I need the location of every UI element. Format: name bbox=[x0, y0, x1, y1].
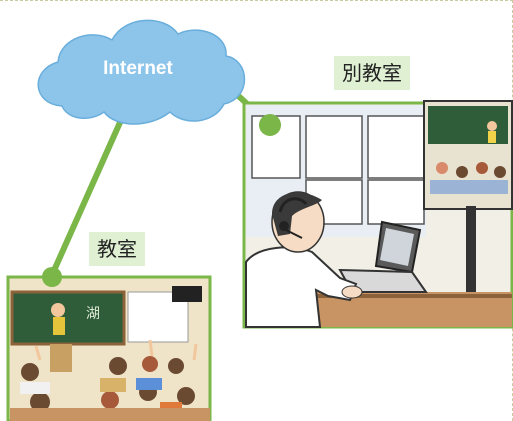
internet-cloud-icon bbox=[37, 19, 246, 125]
remote-classroom-label: 別教室 bbox=[334, 56, 410, 90]
local-classroom-label: 教室 bbox=[89, 232, 145, 266]
internet-label: Internet bbox=[103, 58, 173, 79]
local-classroom-illustration: 湖 bbox=[6, 275, 212, 421]
dashed-border-top bbox=[0, 0, 513, 2]
remote-classroom-illustration bbox=[242, 100, 513, 329]
svg-text:湖: 湖 bbox=[86, 306, 100, 322]
remote-connector-dot bbox=[259, 114, 281, 136]
connector-line-local bbox=[49, 116, 125, 277]
local-connector-dot bbox=[42, 267, 62, 287]
